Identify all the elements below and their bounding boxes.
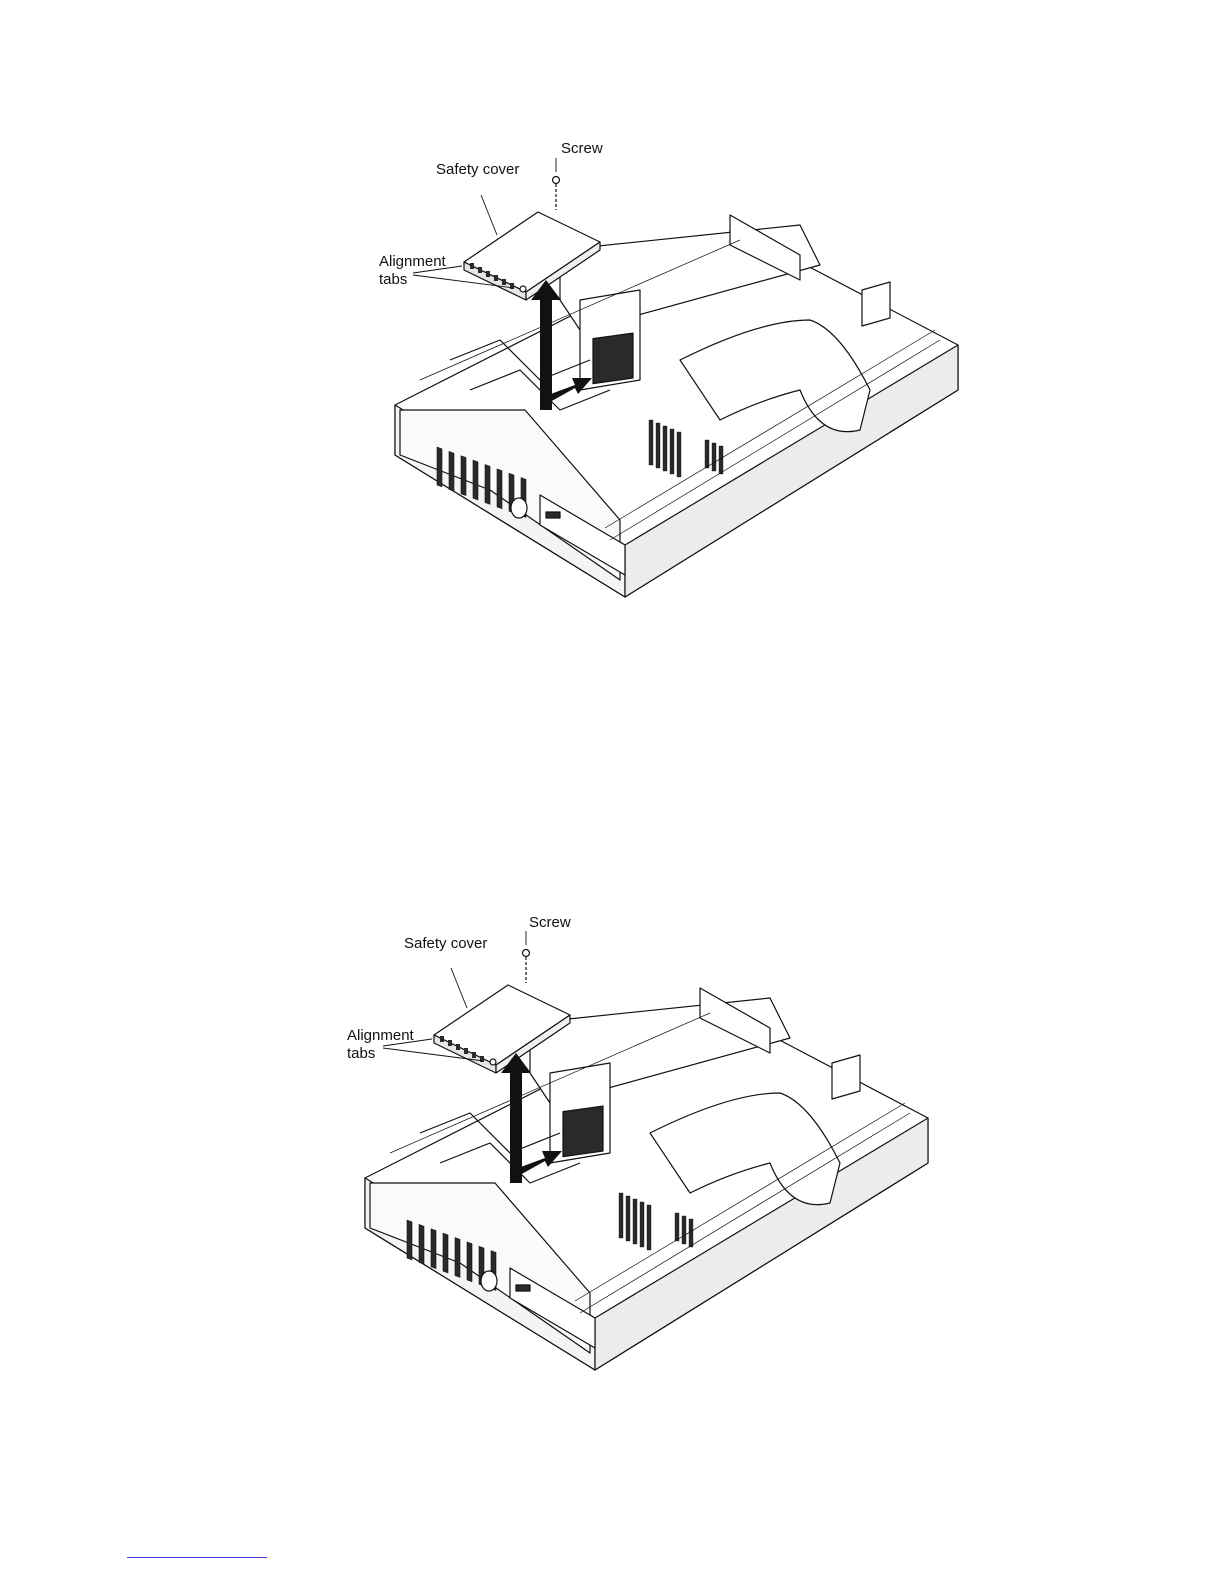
- alignment-tabs-label-line1: Alignment: [379, 253, 446, 271]
- alignment-tabs-label-line2: tabs: [379, 271, 407, 289]
- screw-label-2: Screw: [529, 914, 571, 932]
- screw-label: Screw: [561, 140, 603, 158]
- alignment-tabs-label-2-line1: Alignment: [347, 1027, 414, 1045]
- screw-1: [553, 177, 560, 211]
- footer-link-rule: [127, 1557, 267, 1558]
- screw-2: [523, 950, 530, 984]
- safety-cover-label-2: Safety cover: [404, 935, 487, 953]
- alignment-tabs-label-2-line2: tabs: [347, 1045, 375, 1063]
- safety-cover-label: Safety cover: [436, 161, 519, 179]
